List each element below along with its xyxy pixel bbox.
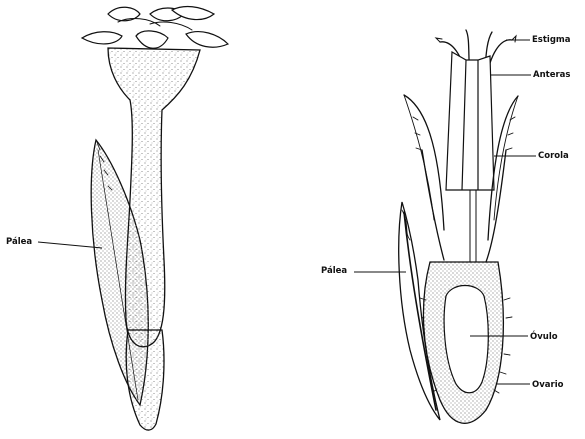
label-corola: Corola [538,151,569,161]
label-palea-left: Pálea [6,237,32,247]
label-palea-right: Pálea [321,266,347,276]
floret-section-view [399,30,518,423]
ovary-base [126,330,164,430]
floret-external-view [82,7,228,431]
anthers [446,52,494,190]
label-ovulo: Óvulo [530,332,558,342]
corolla-lobes [82,32,122,44]
label-ovario: Ovario [532,380,563,390]
label-anteras: Anteras [533,70,570,80]
label-estigma: Estigma [532,35,571,45]
